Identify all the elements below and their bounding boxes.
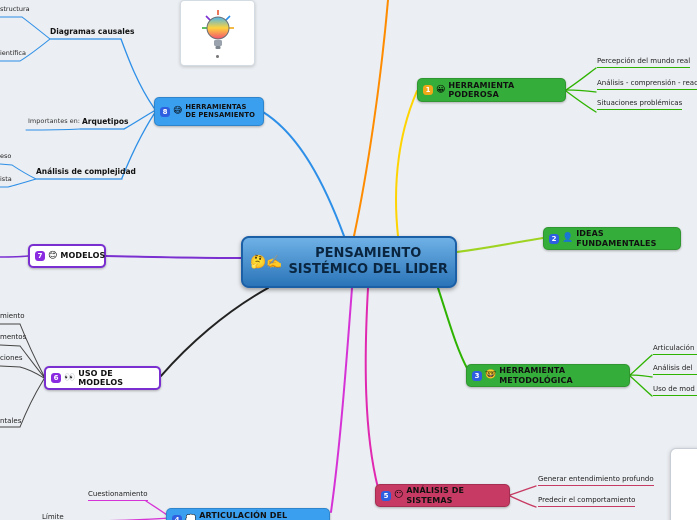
topic-emoji: 👤	[562, 233, 574, 243]
central-topic-title: PENSAMIENTO SISTÉMICO DEL LIDER	[288, 246, 448, 277]
topic-articulacion-del-problema[interactable]: 4 💭 ARTICULACIÓN DEL PROBLEMA	[166, 508, 330, 520]
central-topic-title-line2: SISTÉMICO DEL LIDER	[288, 262, 448, 277]
central-topic-title-line1: PENSAMIENTO	[315, 246, 422, 262]
subtopic-fragment[interactable]: ntales	[0, 417, 22, 425]
numbering-badge: 6	[51, 373, 61, 383]
subtopic-cuestionamiento[interactable]: Cuestionamiento	[88, 490, 148, 502]
floating-note-panel[interactable]	[670, 448, 697, 520]
topic-emoji: 🤓	[485, 370, 497, 380]
subtopic-predecir[interactable]: Predecir el comportamiento	[538, 496, 636, 508]
central-topic[interactable]: 🤔✍️ PENSAMIENTO SISTÉMICO DEL LIDER	[241, 236, 457, 288]
topic-label: ANÁLISIS DE SISTEMAS	[406, 486, 465, 505]
topic-emoji: 😊	[48, 250, 58, 261]
subtopic-analisis-complejidad[interactable]: Análisis de complejidad	[36, 167, 136, 176]
topic-emoji: 😶	[394, 490, 404, 500]
topic-emoji: 😀	[436, 84, 446, 95]
numbering-badge: 4	[172, 515, 182, 520]
connector-branch6-leaves	[0, 323, 45, 428]
numbering-badge: 7	[35, 251, 45, 261]
topic-emoji: 😅	[173, 106, 183, 116]
lightbulb-icon	[201, 10, 234, 49]
subtopic-uso-de-mod[interactable]: Uso de mod	[653, 385, 697, 397]
connector-branch1-leaves	[565, 67, 597, 113]
subtopic-fragment[interactable]: mentos	[0, 333, 27, 341]
subtopic-percepcion[interactable]: Percepción del mundo real	[597, 57, 691, 69]
topic-herramientas-de-pensamiento[interactable]: 8 😅 HERRAMIENTAS DE PENSAMIENTO	[154, 97, 264, 126]
connector-main-branches	[0, 0, 544, 513]
topic-label: HERRAMIENTA METODOLÓGICA	[499, 366, 573, 385]
subtopic-analisis-del[interactable]: Análisis del	[653, 364, 697, 376]
topic-herramienta-metodologica[interactable]: 3 🤓 HERRAMIENTA METODOLÓGICA	[466, 364, 630, 387]
connector-branch3-leaves	[629, 354, 653, 397]
connector-branch8-leaves	[0, 16, 155, 188]
subtopic-fragment[interactable]: structura	[0, 5, 30, 13]
numbering-badge: 3	[472, 370, 482, 381]
topic-uso-de-modelos[interactable]: 6 👀 USO DE MODELOS	[44, 366, 161, 390]
subtopic-fragment[interactable]: eso	[0, 152, 12, 160]
topic-emoji: 💭	[185, 514, 197, 520]
image-caption-dot	[216, 55, 219, 58]
subtopic-callout-importantes-en[interactable]: Importantes en:	[28, 117, 80, 125]
subtopic-situaciones[interactable]: Situaciones problémicas	[597, 99, 683, 111]
topic-image-card[interactable]	[180, 0, 255, 66]
subtopic-articulacion[interactable]: Articulación	[653, 344, 697, 356]
topic-analisis-de-sistemas[interactable]: 5 😶 ANÁLISIS DE SISTEMAS	[375, 484, 510, 507]
subtopic-fragment[interactable]: miento	[0, 312, 25, 320]
topic-label: HERRAMIENTAS DE PENSAMIENTO	[185, 102, 255, 119]
numbering-badge: 5	[381, 490, 391, 501]
topic-emoji: 👀	[64, 372, 76, 383]
topic-label: ARTICULACIÓN DEL PROBLEMA	[199, 510, 288, 520]
topic-modelos[interactable]: 7 😊 MODELOS	[28, 244, 106, 268]
topic-label: IDEAS FUNDAMENTALES	[576, 229, 657, 248]
connector-branch5-leaves	[509, 485, 537, 508]
topic-label: HERRAMIENTA PODEROSA	[448, 80, 515, 99]
numbering-badge: 8	[160, 106, 170, 117]
connector-branch4-leaves	[106, 500, 171, 520]
topic-label: MODELOS	[60, 251, 106, 261]
topic-label: USO DE MODELOS	[78, 368, 124, 387]
subtopic-fragment[interactable]: ciones	[0, 354, 23, 362]
subtopic-fragment[interactable]: ientífica	[0, 49, 26, 57]
subtopic-limite[interactable]: Límite	[42, 513, 64, 520]
subtopic-fragment[interactable]: ista	[0, 175, 12, 183]
numbering-badge: 2	[549, 233, 559, 244]
numbering-badge: 1	[423, 85, 433, 95]
subtopic-analisis-comprension[interactable]: Análisis - comprensión - reacciona	[597, 79, 697, 91]
topic-herramienta-poderosa[interactable]: 1 😀 HERRAMIENTA PODEROSA	[417, 78, 566, 102]
subtopic-arquetipos[interactable]: Arquetipos	[82, 117, 129, 126]
subtopic-diagramas-causales[interactable]: Diagramas causales	[50, 27, 135, 36]
topic-ideas-fundamentales[interactable]: 2 👤 IDEAS FUNDAMENTALES	[543, 227, 681, 250]
central-topic-emoji: 🤔✍️	[250, 254, 283, 270]
subtopic-entendimiento[interactable]: Generar entendimiento profundo	[538, 475, 654, 487]
